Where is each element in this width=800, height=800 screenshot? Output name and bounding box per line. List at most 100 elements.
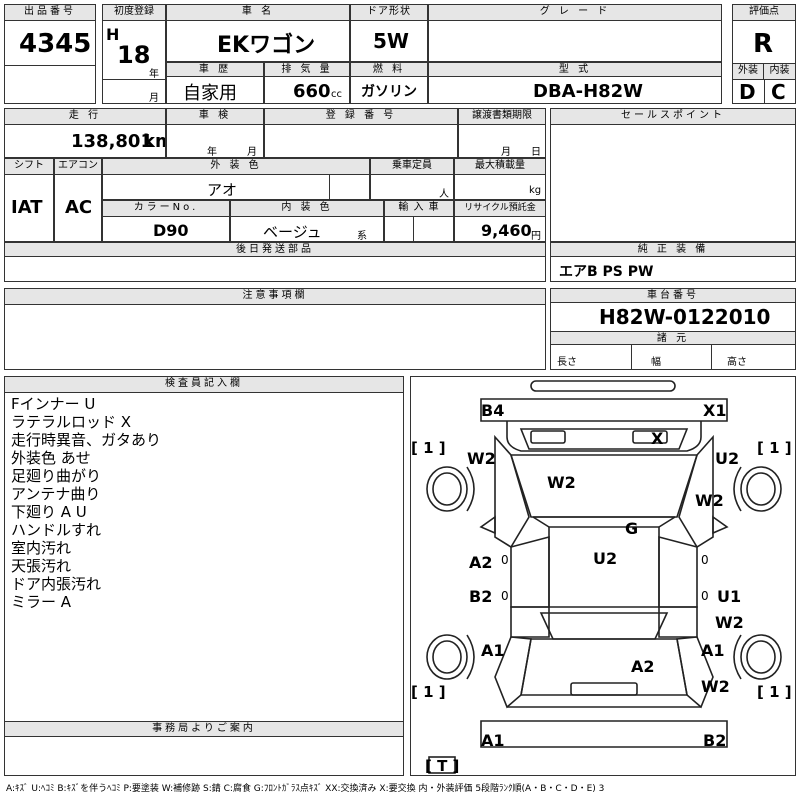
label-u2-roof: U2 [593, 549, 618, 568]
interior-label: 内装 [764, 64, 795, 80]
label-a1-left-rear: A1 [481, 641, 505, 660]
max-load-label: 最大積載量 [455, 159, 545, 175]
year-unit: 年 [149, 69, 159, 80]
shift-label: シフト [5, 159, 53, 175]
score-label: 評価点 [733, 5, 795, 21]
score: R [753, 29, 774, 59]
era: H [106, 25, 120, 44]
mileage-unit: km [143, 131, 165, 152]
grade-label: グ レ ー ド [429, 5, 721, 21]
registration-label: 登 録 番 号 [265, 109, 457, 125]
car-name-label: 車 名 [167, 5, 349, 21]
fuel-box: 燃 料 ガソリン [350, 62, 428, 104]
note-line: ミラー A [11, 593, 72, 611]
int-color-label: 内 装 色 [231, 201, 383, 217]
inspection-label: 車 検 [167, 109, 263, 125]
door-type: 5W [373, 29, 409, 53]
displacement-box: 排 気 量 660 cc [264, 62, 350, 104]
capacity-label: 乗車定員 [371, 159, 453, 175]
lot-number-label: 出品番号 [5, 5, 95, 21]
equipment-label: 純 正 装 備 [551, 243, 795, 257]
first-registration-box: 初度登録 H 18 年 月 [102, 4, 166, 104]
ext-color-label: 外 装 色 [103, 159, 369, 175]
shift: IAT [11, 197, 43, 218]
first-registration-label: 初度登録 [103, 5, 165, 21]
exterior-score: D [739, 80, 756, 104]
color-no-box: カラーNo. D90 [102, 200, 230, 242]
shift-box: シフト IAT [4, 158, 54, 242]
car-outline-diagram [426, 380, 782, 774]
label-b4: B4 [481, 401, 505, 420]
color-no: D90 [153, 221, 189, 240]
label-b2-left-rear-door: B2 [469, 587, 493, 606]
car-name-box: 車 名 EKワゴン [166, 4, 350, 62]
history: 自家用 [183, 83, 237, 104]
import-label: 輸 入 車 [385, 201, 453, 217]
caution-label: 注意事項欄 [5, 289, 545, 305]
mileage: 138,801 [71, 131, 153, 152]
aircon-label: エアコン [55, 159, 101, 175]
label-b2-bottom: B2 [703, 731, 727, 750]
car-name: EKワゴン [217, 33, 316, 58]
score-box: 評価点 R 外装 内装 D C [732, 4, 796, 104]
note-line: 足廻り曲がり [11, 467, 102, 485]
fuel-label: 燃 料 [351, 63, 427, 77]
import-box: 輸 入 車 [384, 200, 454, 242]
zero-right-front-door: 0 [701, 553, 709, 567]
label-g-glass: G [625, 519, 639, 538]
interior-score: C [771, 80, 786, 104]
max-load-unit: kg [529, 185, 542, 196]
exterior-label: 外装 [733, 64, 764, 80]
chassis-label: 車台番号 [551, 289, 795, 303]
inspection-box: 車 検 年 月 [166, 108, 264, 158]
transfer-box: 譲渡書類期限 月 日 [458, 108, 546, 158]
caution-box: 注意事項欄 [4, 288, 546, 370]
grade-box: グ レ ー ド [428, 4, 722, 62]
mileage-label: 走 行 [5, 109, 165, 125]
capacity-unit: 人 [439, 189, 449, 200]
inspector-box: 検査員記入欄 Fインナー U ラテラルロッド X 走行時異音、ガタあり 外装色 … [4, 376, 404, 776]
later-parts-label: 後日発送部品 [5, 243, 545, 257]
note-line: 外装色 あせ [11, 449, 91, 467]
office-label: 事務局よりご案内 [5, 721, 403, 737]
zero-left-rear-door: 0 [501, 589, 509, 603]
color-no-label: カラーNo. [103, 201, 229, 217]
inspector-notes: Fインナー U ラテラルロッド X 走行時異音、ガタあり 外装色 あせ 足廻り曲… [11, 395, 161, 611]
inspection-year-unit: 年 [207, 147, 217, 158]
month-unit: 月 [149, 93, 159, 104]
spare-tire: [ T ] [425, 757, 460, 775]
aircon-box: エアコン AC [54, 158, 102, 242]
door-box: ドア形状 5W [350, 4, 428, 62]
recycle-label: リサイクル預託金 [455, 201, 545, 217]
note-line: Fインナー U [11, 395, 96, 413]
sales-point-box: セールスポイント [550, 108, 796, 242]
note-line: アンテナ曲り [11, 485, 101, 503]
lot-number-box: 出品番号 4345 [4, 4, 96, 104]
tire-left-rear: [ 1 ] [411, 683, 446, 701]
chassis-number: H82W-0122010 [599, 305, 771, 329]
equipment-box: 純 正 装 備 エアB PS PW [550, 242, 796, 282]
capacity-box: 乗車定員 人 [370, 158, 454, 200]
recycle-amount: 9,460 [481, 221, 532, 240]
label-w2-right-rear: W2 [701, 677, 730, 696]
note-line: ラテラルロッド X [11, 413, 132, 431]
max-load-box: 最大積載量 kg [454, 158, 546, 200]
height-label: 高さ [727, 357, 747, 368]
label-a2-left-door: A2 [469, 553, 493, 572]
model-box: 型 式 DBA-H82W [428, 62, 722, 104]
note-line: ドア内張汚れ [11, 575, 102, 593]
note-line: 下廻り A U [11, 503, 87, 521]
equipment: エアB PS PW [559, 264, 654, 280]
note-line: 天張汚れ [11, 557, 72, 575]
door-label: ドア形状 [351, 5, 427, 21]
recycle-unit: 円 [531, 231, 541, 242]
model-label: 型 式 [429, 63, 721, 77]
label-x1: X1 [703, 401, 727, 420]
tire-right-front: [ 1 ] [757, 439, 792, 457]
label-w2-right-front: W2 [695, 491, 724, 510]
width-label: 幅 [651, 357, 661, 368]
dims-label: 諸 元 [551, 331, 795, 345]
transfer-label: 譲渡書類期限 [459, 109, 545, 125]
label-u1-right: U1 [717, 587, 742, 606]
later-parts-box: 後日発送部品 [4, 242, 546, 282]
